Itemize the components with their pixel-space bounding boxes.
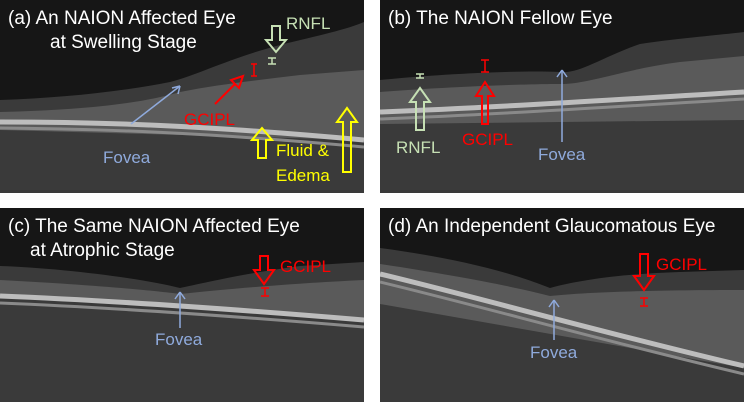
panel-c-title-line1: (c) The Same NAION Affected Eye xyxy=(8,216,300,237)
rnfl-arrow-icon xyxy=(408,86,432,131)
oct-scan-image-a xyxy=(0,0,364,193)
gcipl-arrow-icon xyxy=(474,80,496,125)
rnfl-label: RNFL xyxy=(286,14,331,33)
gcipl-arrow-icon xyxy=(632,253,656,292)
gcipl-arrow-icon xyxy=(252,255,276,286)
rnfl-thickness-marker-icon xyxy=(268,57,276,65)
gcipl-label: GCIPL xyxy=(462,130,514,149)
panel-c-oct-scan: (c) The Same NAION Affected Eye at Atrop… xyxy=(0,208,364,402)
rnfl-thickness-marker-icon xyxy=(416,73,424,79)
gcipl-thickness-marker-icon xyxy=(261,287,269,297)
fovea-label: Fovea xyxy=(538,145,586,164)
fovea-label: Fovea xyxy=(155,330,203,349)
fovea-label: Fovea xyxy=(530,343,578,362)
panel-b-title-line1: (b) The NAION Fellow Eye xyxy=(388,8,613,29)
rnfl-arrow-icon xyxy=(263,25,289,54)
edema-label: Edema xyxy=(276,166,330,185)
panel-b-oct-scan: (b) The NAION Fellow Eye RNFL GCIPL Fove… xyxy=(380,0,744,193)
gcipl-thickness-marker-icon xyxy=(640,297,648,307)
fovea-pointer-icon xyxy=(130,85,181,125)
panel-a-title-line2: at Swelling Stage xyxy=(50,32,197,53)
fluid-label: Fluid & xyxy=(276,141,329,160)
panel-a-oct-scan: (a) An NAION Affected Eye at Swelling St… xyxy=(0,0,364,193)
fluid-large-arrow-icon xyxy=(335,106,359,173)
panel-d-oct-scan: (d) An Independent Glaucomatous Eye GCIP… xyxy=(380,208,744,402)
panel-d-title-line1: (d) An Independent Glaucomatous Eye xyxy=(388,216,716,237)
fovea-label: Fovea xyxy=(103,148,151,167)
gcipl-arrow-icon xyxy=(214,74,245,105)
rnfl-label: RNFL xyxy=(396,138,441,157)
panel-b-annotations xyxy=(408,59,568,142)
gcipl-thickness-marker-icon xyxy=(481,59,489,73)
oct-scan-image-d xyxy=(380,208,744,402)
panel-c-annotations xyxy=(174,255,276,328)
panel-d-annotations xyxy=(548,253,656,340)
panel-c-title-line2: at Atrophic Stage xyxy=(30,240,175,261)
oct-scan-image-c xyxy=(0,208,364,402)
panel-a-title-line1: (a) An NAION Affected Eye xyxy=(8,8,236,29)
gcipl-label: GCIPL xyxy=(184,110,236,129)
gcipl-label: GCIPL xyxy=(280,257,332,276)
gcipl-label: GCIPL xyxy=(656,255,708,274)
fluid-small-arrow-icon xyxy=(249,126,275,159)
gcipl-thickness-marker-icon xyxy=(251,63,257,77)
panel-a-annotations xyxy=(130,25,359,173)
